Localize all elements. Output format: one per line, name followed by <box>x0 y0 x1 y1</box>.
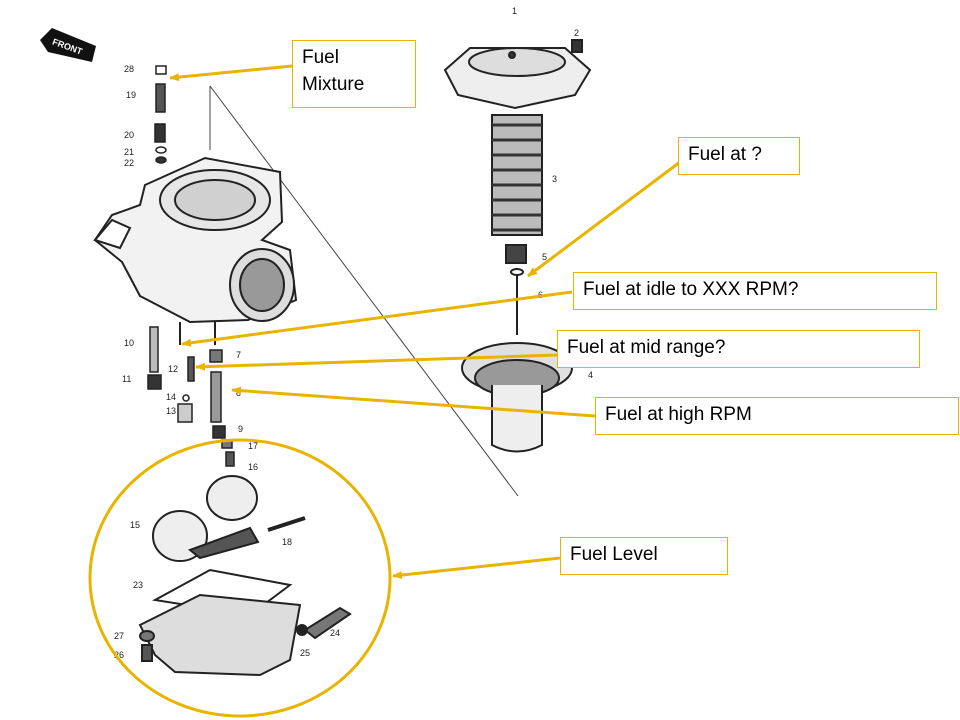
callout-fuel-at: Fuel at ? <box>678 137 800 175</box>
part-number: 28 <box>124 64 134 74</box>
arrow-fuel-level <box>392 556 561 580</box>
part-number: 16 <box>248 462 258 472</box>
part-number: 20 <box>124 130 134 140</box>
part-number: 2 <box>574 28 579 38</box>
part-number: 4 <box>588 370 593 380</box>
mixture-screw-parts <box>154 65 167 164</box>
part-number: 23 <box>133 580 143 590</box>
part-number: 21 <box>124 147 134 157</box>
part-number: 7 <box>236 350 241 360</box>
carburetor-body <box>93 156 298 345</box>
callout-arrows <box>169 64 681 580</box>
part-number: 11 <box>122 374 131 384</box>
arrow-fuel-idle <box>181 290 573 347</box>
part-number: 1 <box>512 6 517 16</box>
part-number: 19 <box>126 90 136 100</box>
callout-fuel-level: Fuel Level <box>560 537 728 575</box>
guide-lines <box>209 85 519 497</box>
jet-parts <box>147 326 235 467</box>
part-number: 12 <box>168 364 178 374</box>
callout-fuel-mixture: Fuel Mixture <box>292 40 416 108</box>
callout-fuel-idle: Fuel at idle to XXX RPM? <box>573 272 937 310</box>
part-number: 24 <box>330 628 340 638</box>
callout-fuel-mid: Fuel at mid range? <box>557 330 920 368</box>
arrow-fuel-mixture <box>169 64 293 82</box>
part-number: 26 <box>114 650 124 660</box>
front-tag: FRONT <box>40 28 96 62</box>
arrow-fuel-high <box>231 386 596 418</box>
part-number: 15 <box>130 520 140 530</box>
part-number: 13 <box>166 406 176 416</box>
part-number: 9 <box>238 424 243 434</box>
fuel-bowl-parts <box>138 475 352 677</box>
arrow-fuel-mid <box>195 353 558 371</box>
part-number: 5 <box>542 252 547 262</box>
part-number: 3 <box>552 174 557 184</box>
arrow-fuel-at <box>527 160 681 278</box>
part-number: 18 <box>282 537 292 547</box>
part-number: 22 <box>124 158 134 168</box>
part-number: 14 <box>166 392 176 402</box>
part-number: 10 <box>124 338 134 348</box>
part-number: 17 <box>248 441 258 451</box>
fuel-level-highlight-circle <box>88 438 392 718</box>
part-number: 25 <box>300 648 310 658</box>
callout-fuel-high: Fuel at high RPM <box>595 397 959 435</box>
part-number: 27 <box>114 631 124 641</box>
